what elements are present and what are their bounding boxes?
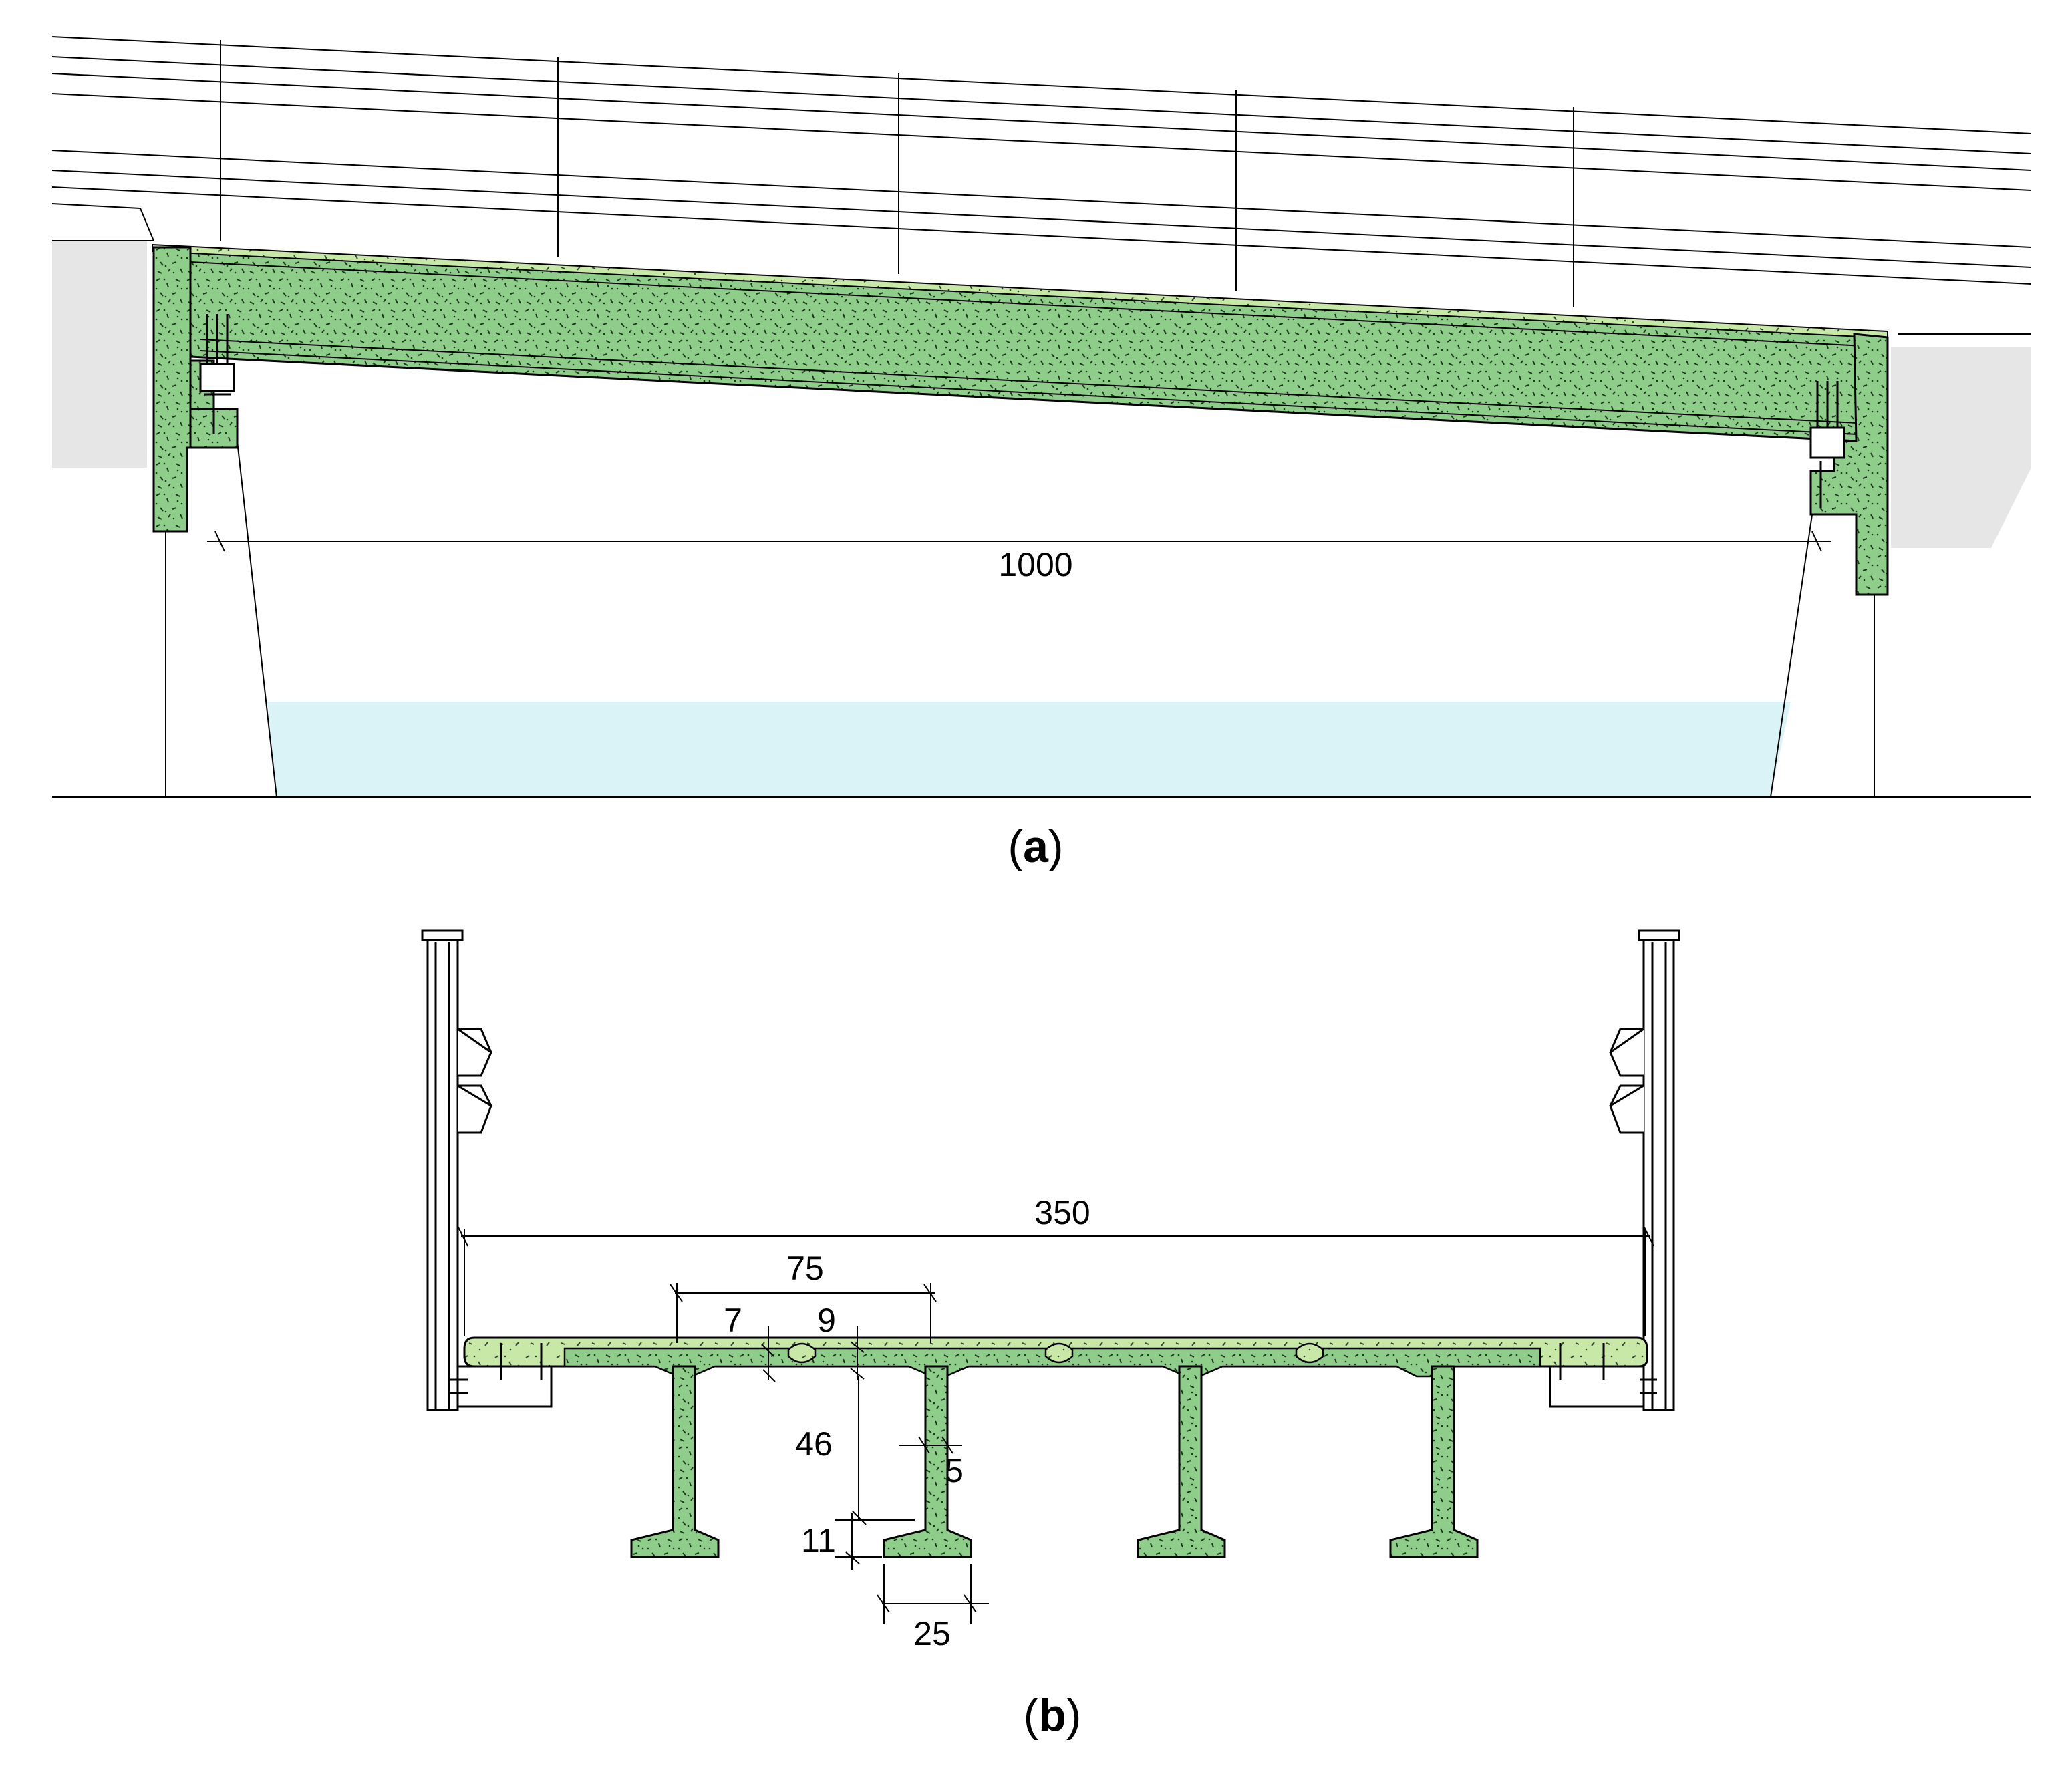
girders xyxy=(630,1365,1479,1558)
span-dimension xyxy=(207,531,1831,552)
left-bearing xyxy=(199,314,235,434)
web-height-label: 46 xyxy=(795,1425,833,1463)
girder-4 xyxy=(1389,1365,1479,1558)
slab-thickness-label: 7 xyxy=(724,1302,742,1339)
girder-2 xyxy=(883,1365,972,1558)
right-embankment xyxy=(1891,347,2031,548)
railing-lines xyxy=(51,36,2032,335)
joints xyxy=(787,1342,1324,1364)
girder-1 xyxy=(630,1365,720,1558)
caption-b: (b) xyxy=(1024,1690,1082,1741)
caption-a: (a) xyxy=(1008,821,1063,872)
flange-height-label: 11 xyxy=(801,1522,836,1560)
girder-3 xyxy=(1137,1365,1226,1558)
flange-width-label: 25 xyxy=(913,1615,951,1652)
right-bearing xyxy=(1809,381,1845,508)
panel-b-cross-section: 350 75 7 9 46 5 11 25 (b) xyxy=(421,929,1680,1741)
spacing-label: 75 xyxy=(786,1249,824,1287)
right-barrier xyxy=(1549,929,1680,1411)
left-barrier xyxy=(421,929,553,1411)
water xyxy=(267,702,1791,797)
dimension-lines xyxy=(457,1225,1654,1624)
panel-a-elevation: 1000 (a) xyxy=(51,36,2032,872)
width-label: 350 xyxy=(1034,1194,1090,1231)
haunch-label: 9 xyxy=(817,1302,836,1339)
web-width-label: 5 xyxy=(945,1452,964,1489)
left-embankment xyxy=(52,241,147,468)
span-label: 1000 xyxy=(998,546,1072,583)
anchor-bolts xyxy=(449,1343,1657,1394)
